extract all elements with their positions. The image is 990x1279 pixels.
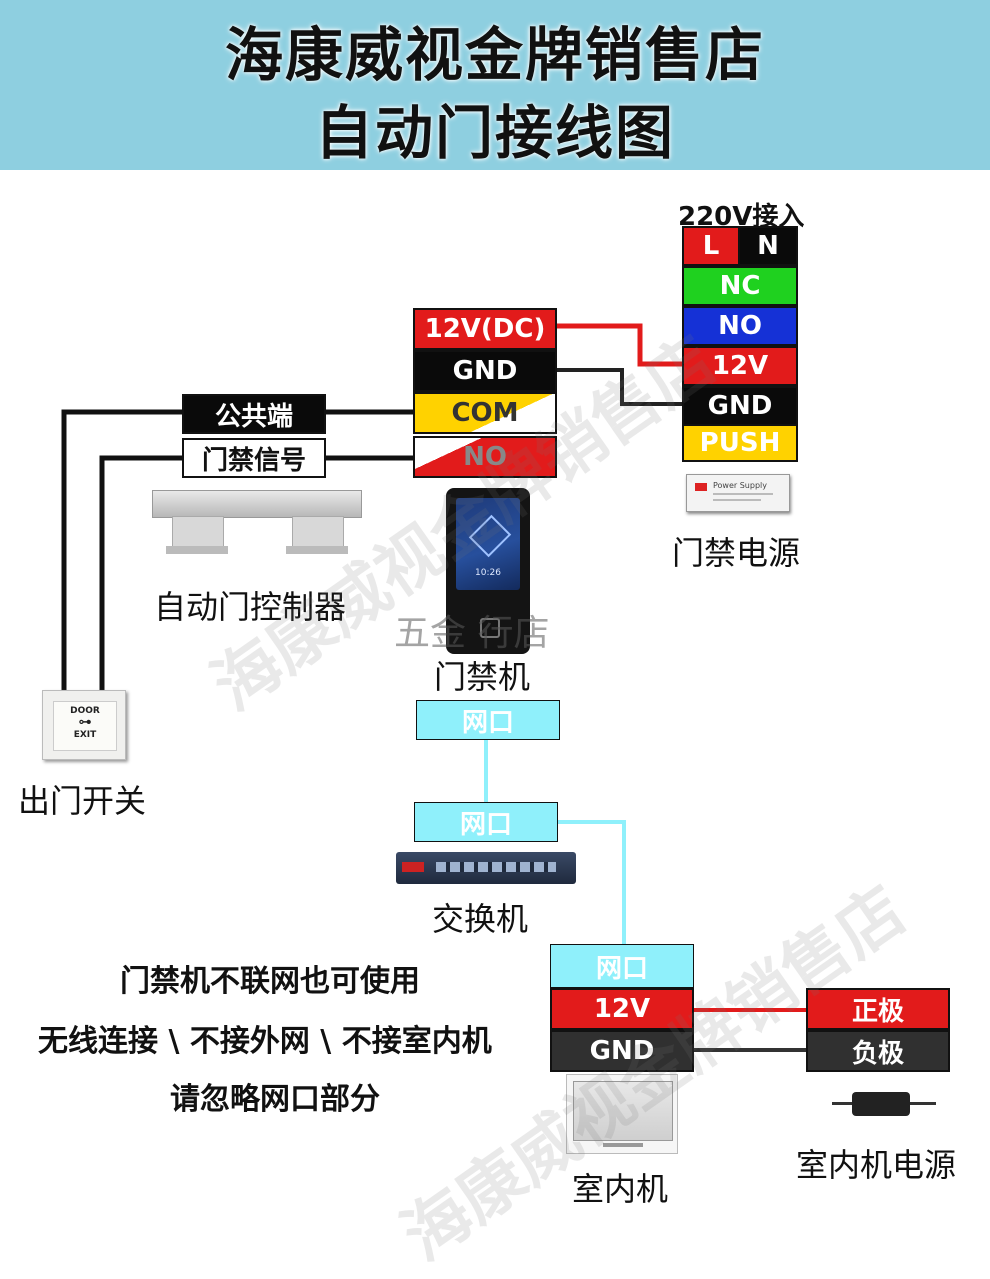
- note-line2: 无线连接 \ 不接外网 \ 不接室内机: [38, 1024, 492, 1059]
- terminal-nc: NC: [682, 266, 798, 306]
- terminal-gnd: GND: [682, 386, 798, 426]
- indoor-gnd: GND: [550, 1030, 694, 1072]
- access-terminal-time: 10:26: [475, 568, 501, 578]
- label-signal: 门禁信号: [182, 438, 326, 478]
- key-icon: ⊶: [78, 715, 92, 730]
- title-line1: 海康威视金牌销售店: [224, 21, 765, 89]
- door-controller-label: 自动门控制器: [154, 588, 347, 626]
- wire-signal: [99, 455, 413, 690]
- wire-12v-dc: [555, 323, 684, 367]
- terminal-l: L: [682, 226, 740, 266]
- indoor-unit-label: 室内机: [572, 1170, 669, 1208]
- exit-switch-exit-text: EXIT: [73, 730, 97, 740]
- wire-common: [61, 409, 413, 690]
- terminal-n: N: [738, 226, 798, 266]
- power-supply-text: Power Supply: [713, 481, 767, 490]
- network-switch-device: [396, 852, 576, 884]
- note-line1: 门禁机不联网也可使用: [120, 964, 420, 999]
- indoor-12v: 12V: [550, 988, 694, 1030]
- power-adapter-device: [832, 1084, 938, 1124]
- net-port-switch: 网口: [414, 802, 558, 842]
- net-port-indoor: 网口: [550, 944, 694, 988]
- power-supply-device: Power Supply: [686, 474, 790, 512]
- ctrl-12v-dc: 12V(DC): [413, 308, 557, 350]
- network-switch-label: 交换机: [432, 900, 529, 938]
- ctrl-com: COM: [413, 392, 557, 434]
- ctrl-no: NO: [413, 436, 557, 478]
- exit-button: DOOR ⊶ EXIT: [53, 701, 117, 751]
- power-led-icon: [695, 483, 707, 491]
- exit-switch-label: 出门开关: [18, 782, 147, 820]
- indoor-power-neg: 负极: [806, 1030, 950, 1072]
- indoor-unit-screen: [573, 1081, 673, 1141]
- adapter-body-icon: [852, 1092, 910, 1116]
- face-scan-icon: [468, 514, 512, 558]
- net-port-access: 网口: [416, 700, 560, 740]
- switch-ports-icon: [436, 862, 556, 872]
- note-line3: 请忽略网口部分: [170, 1082, 380, 1117]
- exit-switch-door-text: DOOR: [70, 706, 100, 716]
- label-common: 公共端: [182, 394, 326, 434]
- watermark-shop: 五金 行店: [394, 613, 550, 654]
- terminal-push: PUSH: [682, 424, 798, 462]
- indoor-power-label: 室内机电源: [796, 1146, 957, 1184]
- title-line2: 自动门接线图: [314, 99, 675, 167]
- terminal-no: NO: [682, 306, 798, 346]
- card-reader-icon: [480, 618, 500, 638]
- indoor-unit-device: [566, 1074, 678, 1154]
- ctrl-gnd: GND: [413, 350, 557, 392]
- access-terminal-label: 门禁机: [434, 658, 531, 696]
- access-terminal-screen: 10:26: [456, 498, 520, 590]
- door-controller-device: [152, 490, 362, 574]
- terminal-12v: 12V: [682, 346, 798, 386]
- door-controller-rail: [152, 490, 362, 518]
- door-controller-hanger-right: [292, 516, 344, 548]
- switch-brand-icon: [402, 862, 424, 872]
- wire-net-2: [557, 820, 626, 944]
- exit-switch-device: DOOR ⊶ EXIT: [42, 690, 126, 760]
- power-supply-label: 门禁电源: [672, 534, 801, 572]
- access-terminal-device: 10:26: [446, 488, 530, 654]
- wire-gnd: [555, 368, 684, 406]
- door-controller-hanger-left: [172, 516, 224, 548]
- title-banner: [0, 0, 990, 170]
- indoor-power-pos: 正极: [806, 988, 950, 1030]
